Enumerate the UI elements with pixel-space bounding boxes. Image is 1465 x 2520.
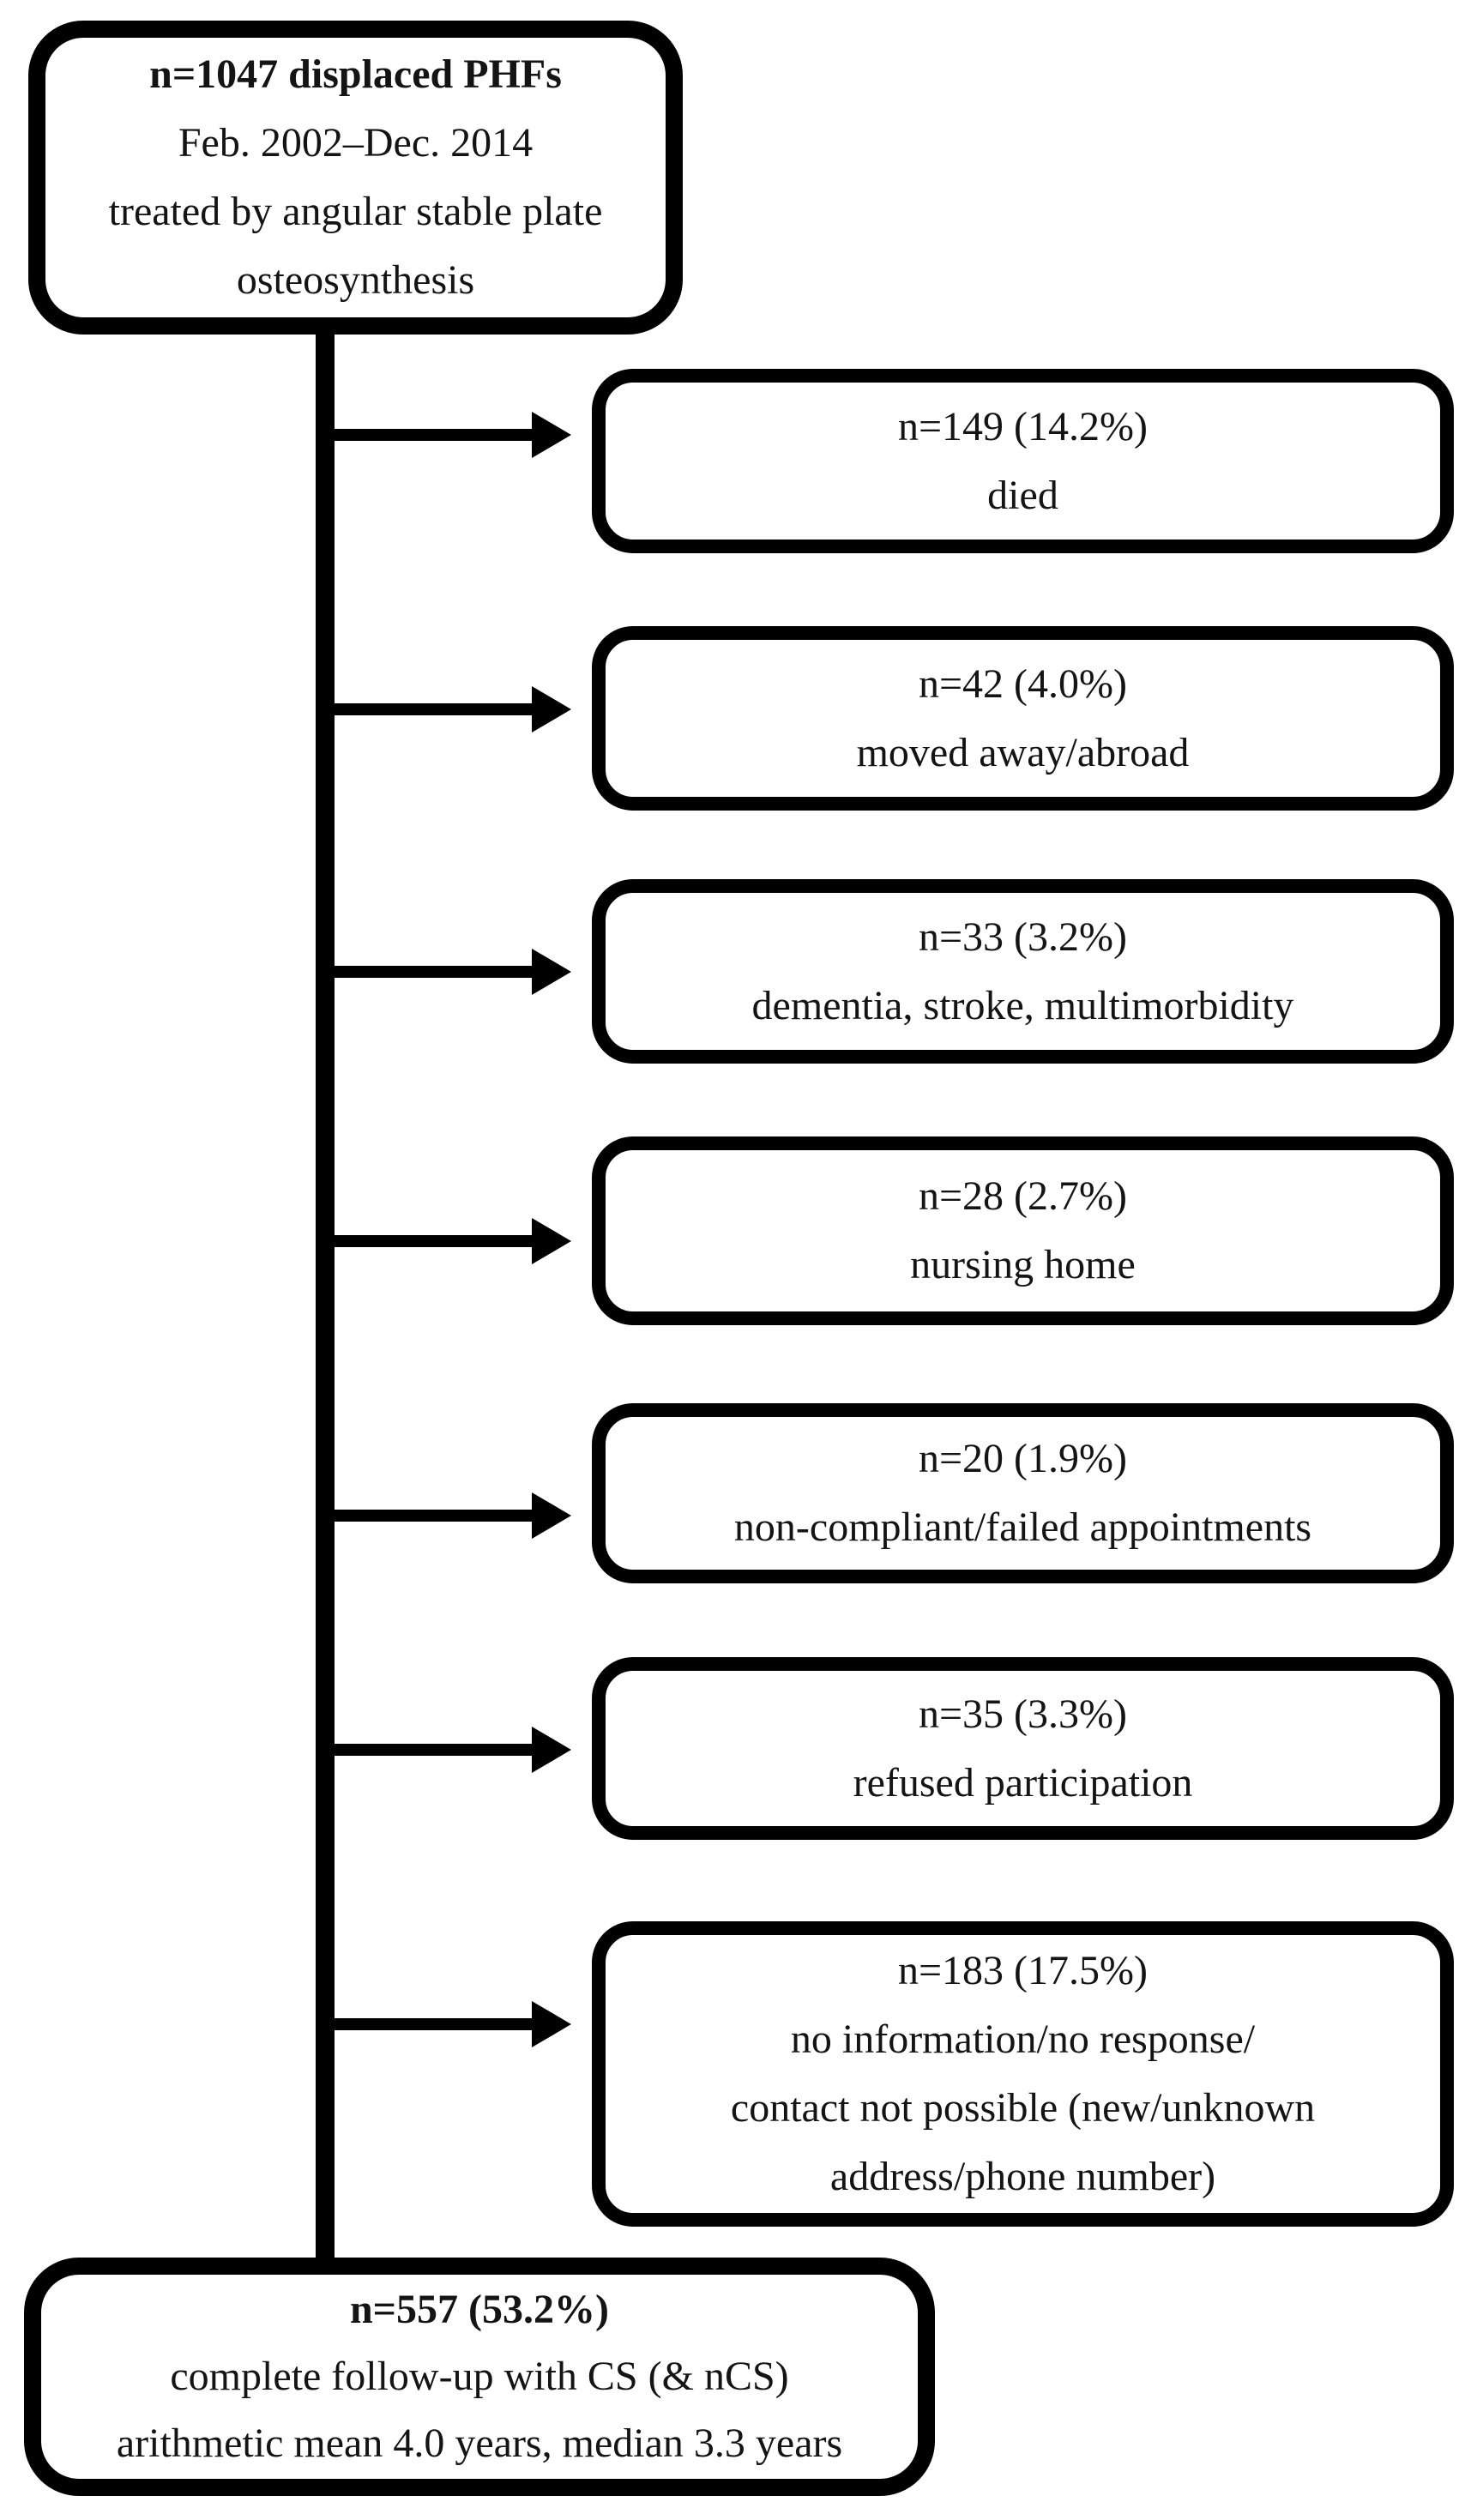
exclusion-reason: nursing home: [910, 1242, 1136, 1287]
exclusion-n: n=42 (4.0%): [918, 660, 1128, 707]
branch-arrow-shaft-5: [324, 1510, 532, 1522]
exclusion-n: n=20 (1.9%): [918, 1436, 1128, 1481]
exclusion-n: n=183 (17.5%): [897, 1948, 1148, 1993]
branch-arrow-shaft-3: [324, 966, 532, 978]
arrow-right-icon-3: [532, 949, 571, 995]
exclusion-n: n=149 (14.2%): [897, 403, 1148, 449]
arrow-right-icon-6: [532, 1727, 571, 1773]
exclusion-box-non-compliant: n=20 (1.9%) non-compliant/failed appoint…: [592, 1403, 1454, 1583]
exclusion-reason: died: [987, 472, 1058, 518]
branch-arrow-shaft-6: [324, 1744, 532, 1756]
exclusion-n: n=33 (3.2%): [918, 913, 1128, 960]
exclusion-box-dementia-stroke: n=33 (3.2%) dementia, stroke, multimorbi…: [592, 879, 1454, 1064]
arrow-right-icon-1: [532, 412, 571, 458]
branch-arrow-shaft-1: [324, 429, 532, 441]
source-box-body: Feb. 2002–Dec. 2014 treated by angular s…: [108, 120, 603, 303]
exclusion-box-died: n=149 (14.2%) died: [592, 369, 1454, 553]
result-box-body: complete follow-up with CS (& nCS) arith…: [116, 2354, 843, 2466]
arrow-right-icon-7: [532, 2001, 571, 2047]
arrow-right-icon-2: [532, 686, 571, 732]
exclusion-reason: no information/no response/ contact not …: [730, 2017, 1316, 2199]
source-box: n=1047 displaced PHFs Feb. 2002–Dec. 201…: [28, 21, 683, 335]
trunk-line: [316, 326, 335, 2273]
branch-arrow-shaft-4: [324, 1235, 532, 1247]
exclusion-box-moved-away: n=42 (4.0%) moved away/abroad: [592, 626, 1454, 811]
result-box-title: n=557 (53.2%): [349, 2287, 609, 2332]
exclusion-n: n=28 (2.7%): [918, 1173, 1128, 1219]
branch-arrow-shaft-7: [324, 2018, 532, 2030]
arrow-right-icon-5: [532, 1492, 571, 1539]
exclusion-box-no-contact: n=183 (17.5%) no information/no response…: [592, 1921, 1454, 2227]
exclusion-reason: refused participation: [853, 1759, 1193, 1806]
exclusion-reason: non-compliant/failed appointments: [733, 1504, 1312, 1550]
source-box-title: n=1047 displaced PHFs: [149, 51, 562, 97]
result-box: n=557 (53.2%) complete follow-up with CS…: [24, 2258, 935, 2496]
exclusion-box-nursing-home: n=28 (2.7%) nursing home: [592, 1136, 1454, 1325]
exclusion-reason: dementia, stroke, multimorbidity: [751, 982, 1294, 1028]
exclusion-reason: moved away/abroad: [856, 729, 1190, 775]
branch-arrow-shaft-2: [324, 703, 532, 715]
exclusion-n: n=35 (3.3%): [918, 1691, 1128, 1737]
arrow-right-icon-4: [532, 1218, 571, 1264]
exclusion-box-refused: n=35 (3.3%) refused participation: [592, 1657, 1454, 1840]
